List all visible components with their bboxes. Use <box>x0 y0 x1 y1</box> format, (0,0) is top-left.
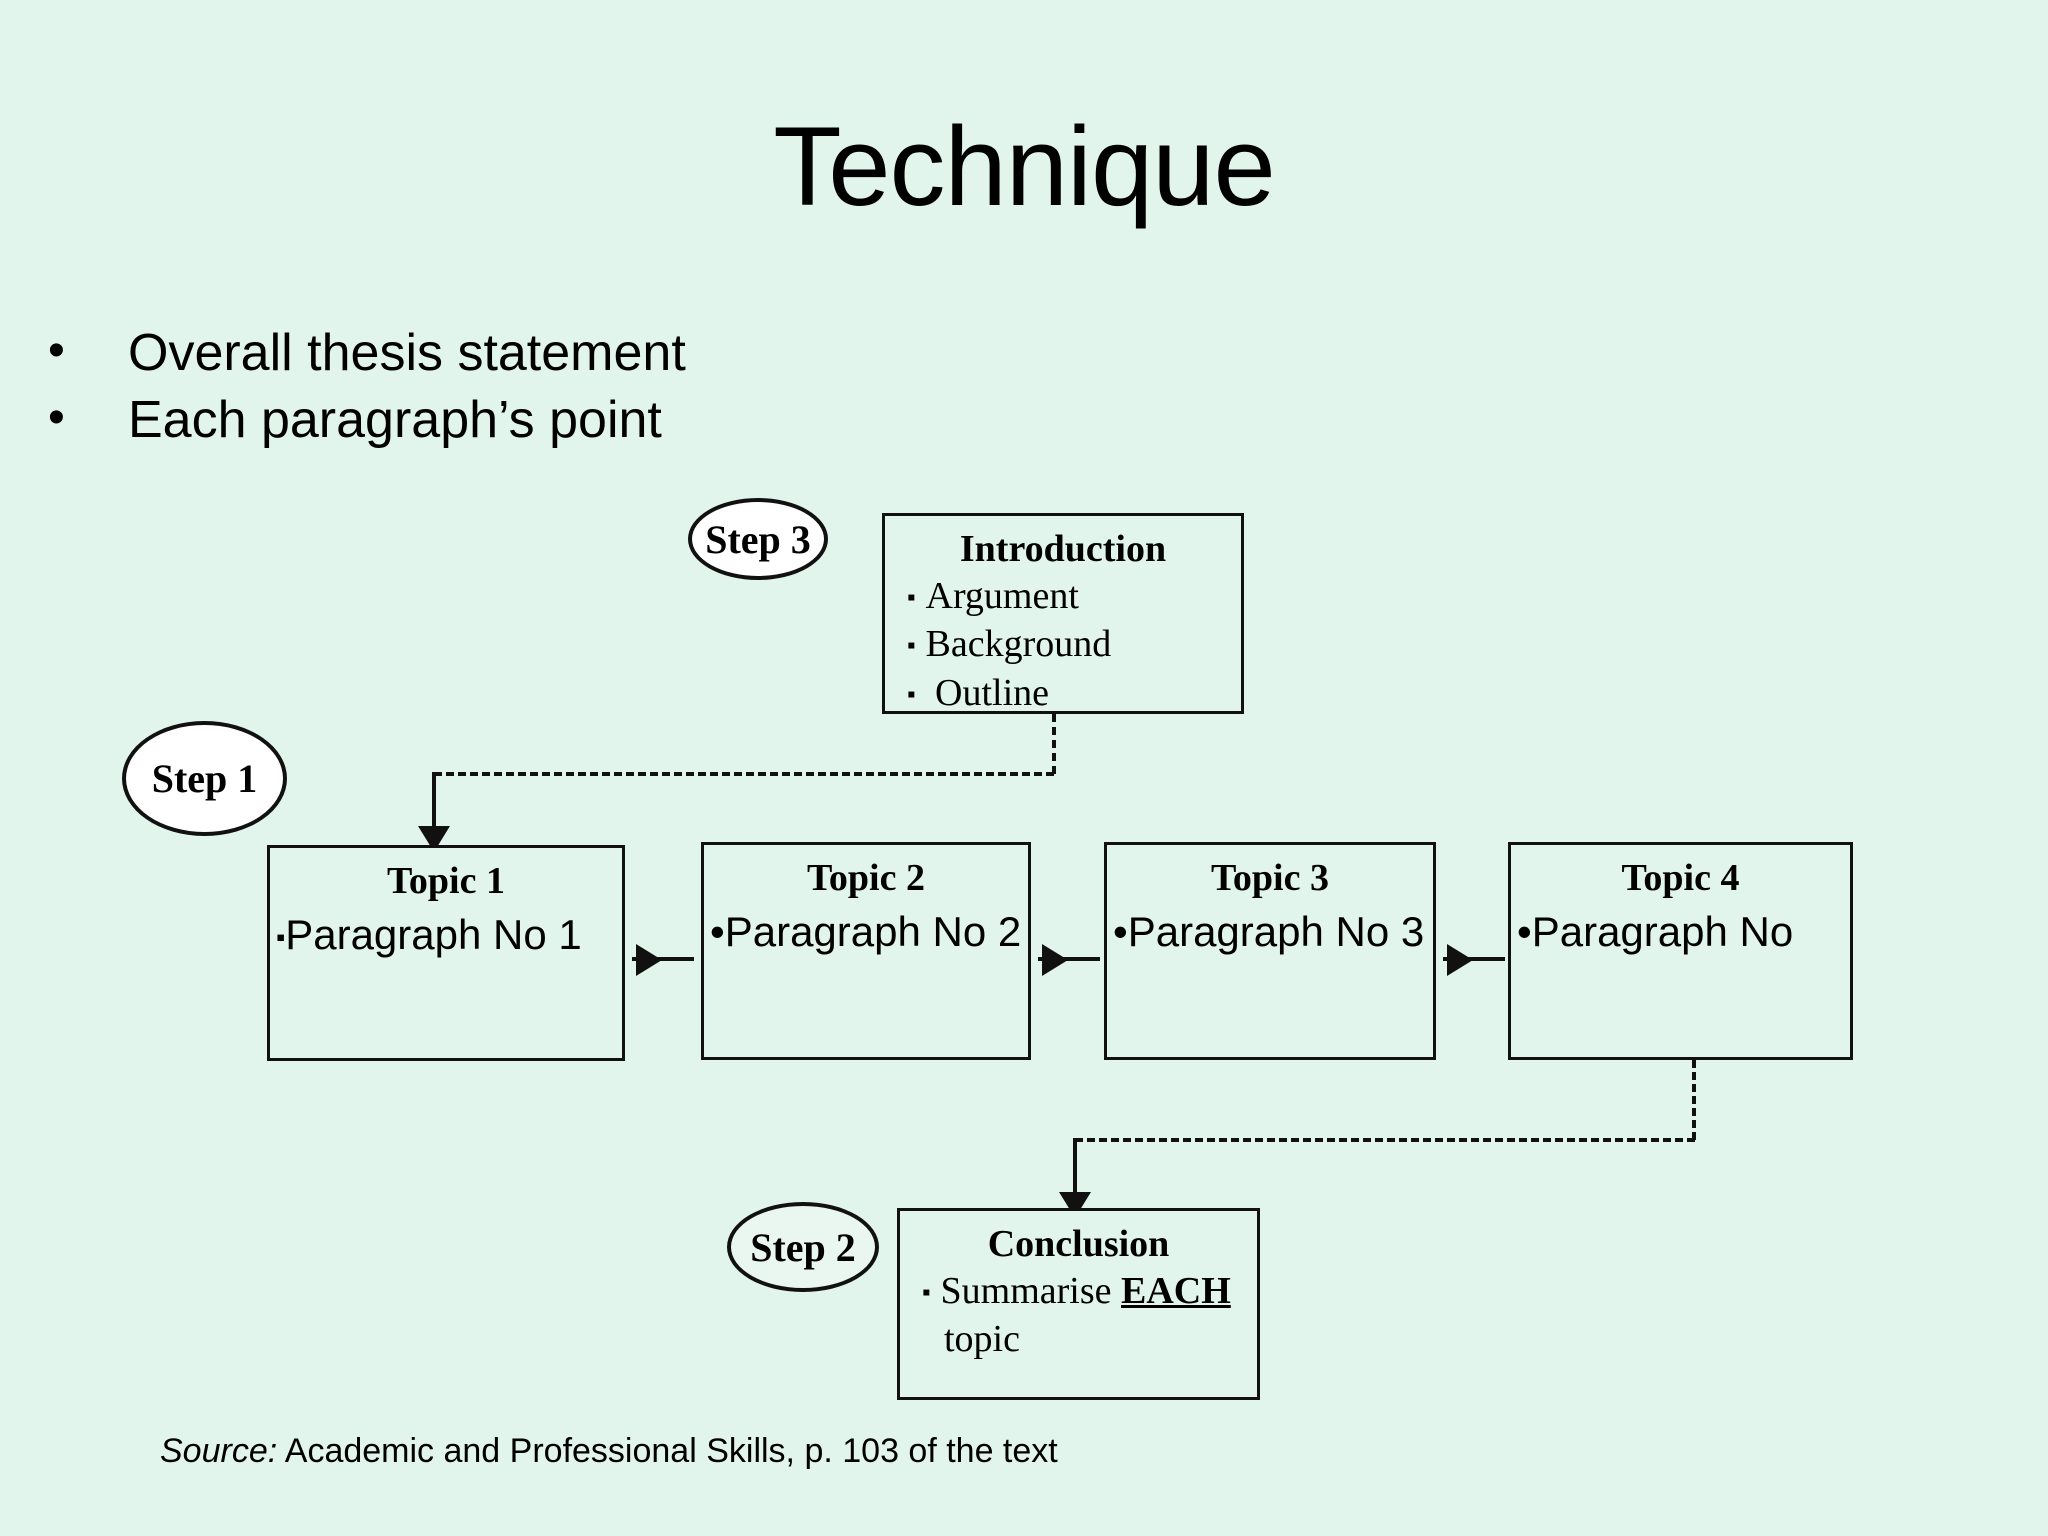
bullet-marker-icon: • <box>48 390 65 444</box>
page-title: Technique <box>773 104 1276 229</box>
arrow-right-shaft <box>1038 957 1100 961</box>
topic-1-line: ▪Paragraph No 1 <box>270 910 622 960</box>
conclusion-item: ▪ Summarise EACH <box>900 1267 1257 1316</box>
round-bullet-icon: • <box>1113 907 1128 955</box>
step-1-badge: Step 1 <box>122 721 287 836</box>
step-1-label: Step 1 <box>151 756 258 801</box>
connector-topic4-horizontal <box>1075 1138 1695 1142</box>
connector-topic4-vertical <box>1692 1060 1696 1140</box>
topic-2-line-label: Paragraph No 2 <box>724 907 1022 955</box>
arrow-right-shaft <box>1443 957 1505 961</box>
connector-intro-horizontal <box>434 772 1054 776</box>
step-3-label: Step 3 <box>705 516 811 562</box>
square-bullet-icon: ▪ <box>922 1279 931 1306</box>
connector-conclusion-drop <box>1073 1138 1077 1198</box>
square-bullet-icon: ▪ <box>907 633 916 660</box>
conclusion-text-emphasis: EACH <box>1121 1269 1231 1312</box>
topic-4-title: Topic 4 <box>1621 857 1740 899</box>
square-bullet-icon: ▪ <box>907 584 916 611</box>
introduction-title: Introduction <box>959 528 1167 570</box>
square-bullet-icon: ▪ <box>907 681 916 708</box>
connector-intro-drop <box>432 772 436 832</box>
topic-3-line: •Paragraph No 3 <box>1107 907 1433 957</box>
introduction-item-label: Outline <box>935 671 1049 714</box>
topic-3-box: Topic 3 •Paragraph No 3 <box>1104 842 1436 1060</box>
round-bullet-icon: • <box>1517 907 1532 955</box>
square-bullet-icon: ▪ <box>276 921 286 952</box>
conclusion-text-suffix: topic <box>944 1318 1020 1361</box>
round-bullet-icon: • <box>710 907 725 955</box>
introduction-item: ▪ Background <box>885 620 1241 669</box>
bullet-text: Overall thesis statement <box>128 324 686 382</box>
topic-2-title: Topic 2 <box>807 857 925 899</box>
bullet-list: • Overall thesis statement • Each paragr… <box>48 320 948 453</box>
topic-2-line: •Paragraph No 2 <box>704 907 1028 957</box>
source-text: Academic and Professional Skills, p. 103… <box>284 1432 1058 1470</box>
topic-4-box: Topic 4 •Paragraph No <box>1508 842 1853 1060</box>
list-item: • Each paragraph’s point <box>48 387 948 454</box>
list-item: • Overall thesis statement <box>48 320 948 387</box>
topic-2-box: Topic 2 •Paragraph No 2 <box>701 842 1031 1060</box>
step-3-badge: Step 3 <box>688 498 828 580</box>
conclusion-text-prefix: Summarise <box>940 1269 1121 1312</box>
bullet-marker-icon: • <box>48 324 65 377</box>
step-2-label: Step 2 <box>750 1224 856 1270</box>
source-credit: Source: Academic and Professional Skills… <box>160 1432 1058 1471</box>
arrow-right-shaft <box>632 957 694 961</box>
source-label: Source: <box>160 1432 278 1470</box>
introduction-item: ▪ Argument <box>885 572 1241 621</box>
conclusion-title: Conclusion <box>987 1223 1170 1265</box>
topic-3-title: Topic 3 <box>1211 857 1329 899</box>
introduction-item-label: Background <box>925 623 1112 666</box>
bullet-text: Each paragraph’s point <box>128 390 662 449</box>
introduction-item-label: Argument <box>925 574 1079 617</box>
topic-1-box: Topic 1 ▪Paragraph No 1 <box>267 845 625 1061</box>
topic-1-title: Topic 1 <box>387 860 505 902</box>
topic-4-line: •Paragraph No <box>1511 907 1850 957</box>
topic-4-line-label: Paragraph No <box>1531 907 1794 955</box>
topic-1-line-label: Paragraph No 1 <box>285 910 582 958</box>
introduction-item: ▪ Outline <box>885 669 1241 718</box>
step-2-badge: Step 2 <box>727 1202 879 1292</box>
topic-3-line-label: Paragraph No 3 <box>1127 907 1425 955</box>
conclusion-item-continued: topic <box>900 1315 1257 1364</box>
conclusion-box: Conclusion ▪ Summarise EACH topic <box>897 1208 1260 1400</box>
connector-intro-vertical <box>1052 714 1056 774</box>
introduction-box: Introduction ▪ Argument ▪ Background ▪ Out… <box>882 513 1244 714</box>
